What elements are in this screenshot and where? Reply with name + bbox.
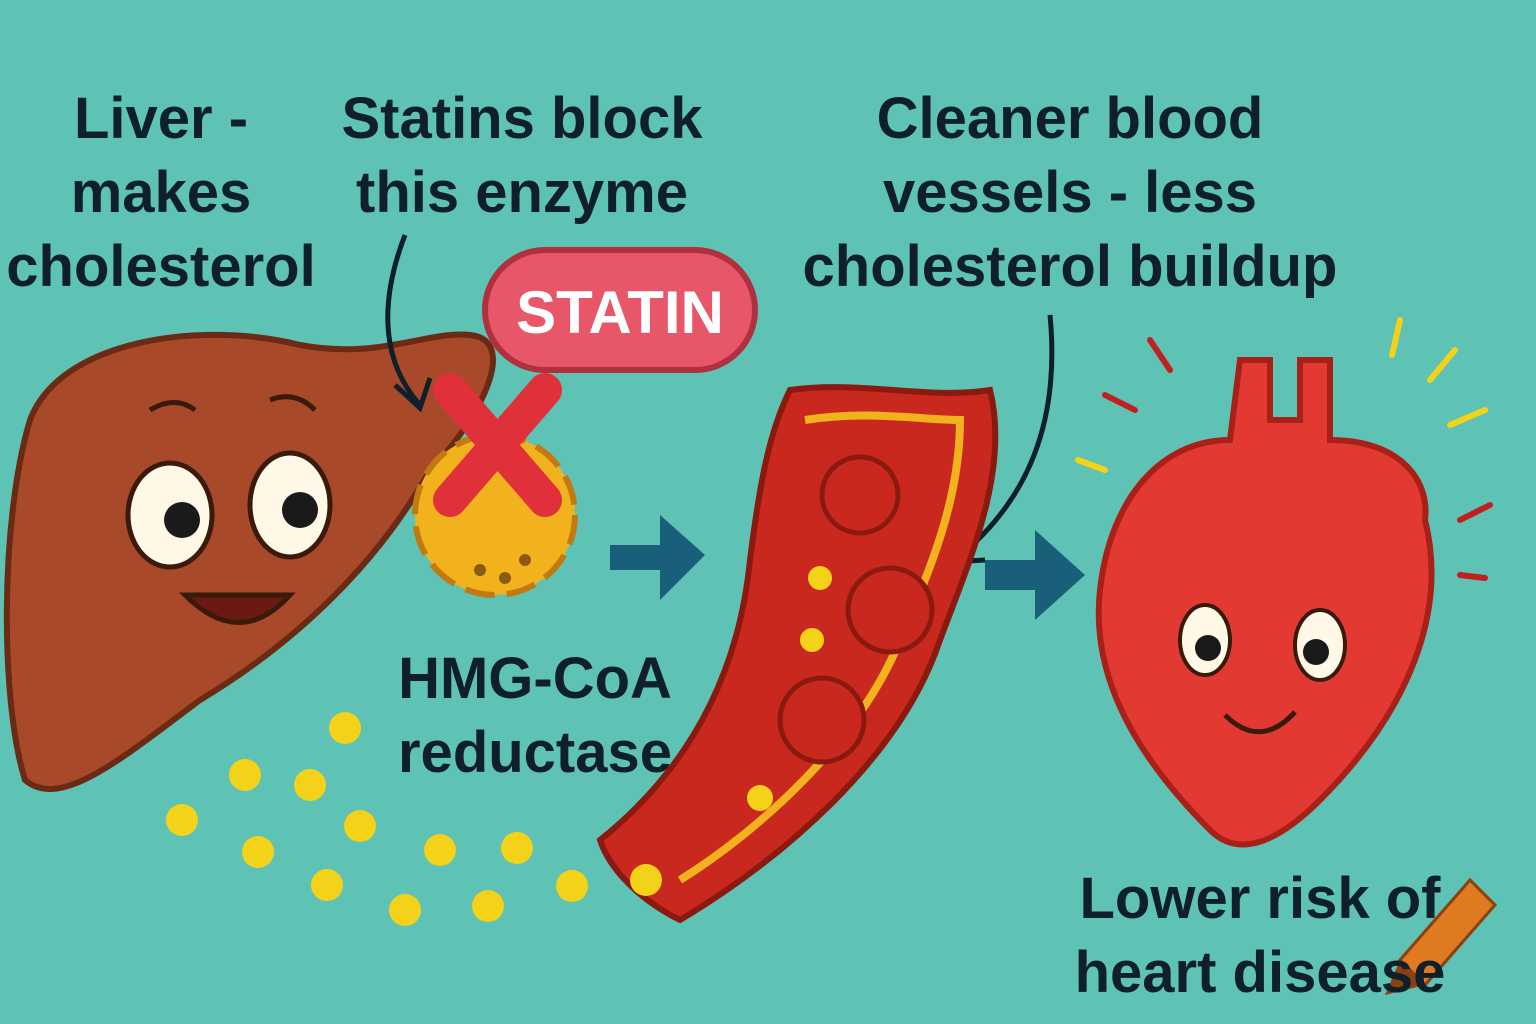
blood-vessel-illustration (596, 384, 999, 924)
lower-risk-label: Lower risk of heart disease (1074, 866, 1446, 1005)
block-x-icon (433, 373, 562, 517)
cleaner-vessels-label: Cleaner blood vessels - less cholesterol… (802, 86, 1338, 299)
statins-block-label: Statins block this enzyme (341, 86, 703, 225)
liver-illustration (3, 331, 496, 792)
cholesterol-particles (166, 712, 662, 926)
pill-label: STATIN (516, 279, 724, 346)
enzyme-label: HMG-CoA reductase (397, 646, 673, 785)
sparkle-lines (1075, 317, 1493, 581)
liver-label: Liver - makes cholesterol (6, 86, 316, 299)
heart-illustration (1095, 357, 1435, 848)
crayon-icon (1385, 877, 1498, 995)
pointer-arrow-enzyme (385, 234, 433, 413)
flow-arrow-icon (985, 530, 1085, 620)
statin-pill: STATIN (482, 247, 758, 373)
flow-arrow-icon (610, 515, 705, 600)
